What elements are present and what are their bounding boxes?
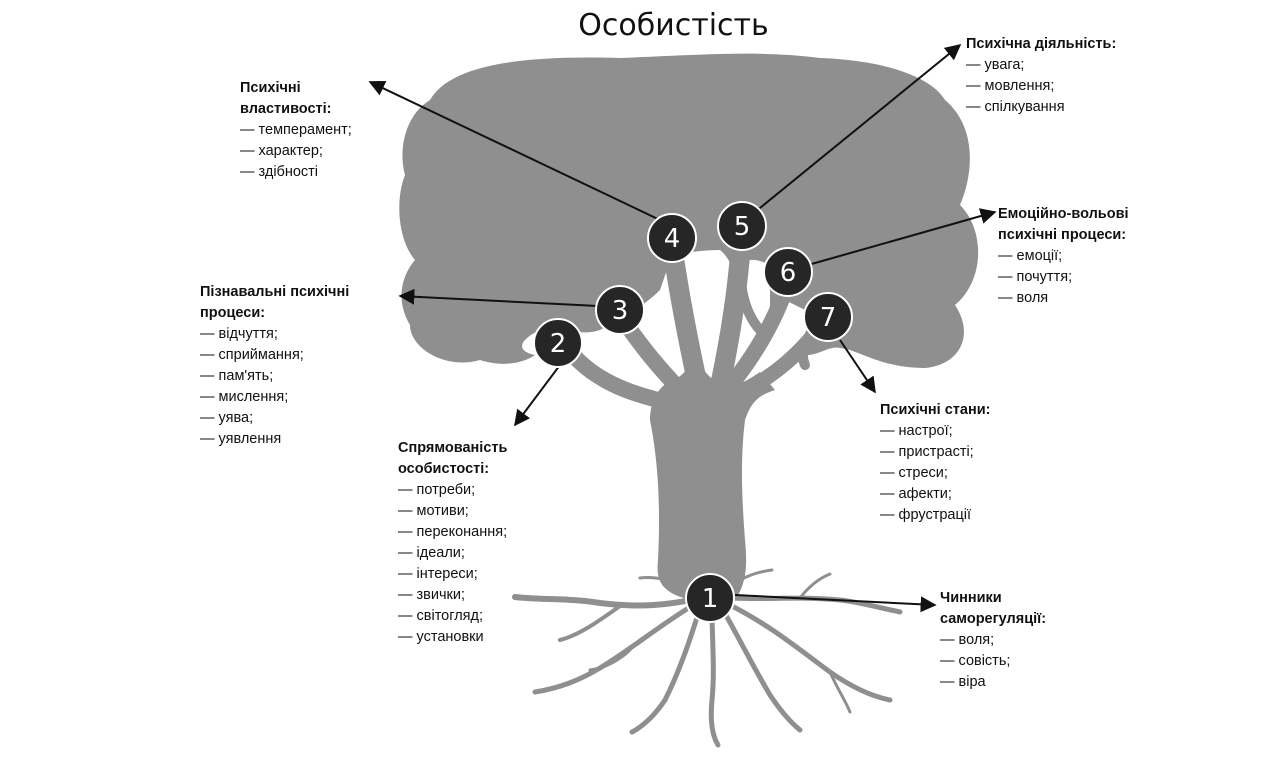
group-self-regulation: Чинники саморегуляції: воля; совість; ві… <box>940 588 1046 693</box>
list-item: уявлення <box>200 429 349 450</box>
mental-states-list: настрої; пристрасті; стреси; афекти; фру… <box>880 421 990 526</box>
list-item: воля <box>998 288 1129 309</box>
list-item: темперамент; <box>240 120 352 141</box>
orientation-heading-line2: особистості: <box>398 459 507 480</box>
cognitive-processes-heading-line2: процеси: <box>200 303 349 324</box>
orientation-heading-line1: Спрямованість <box>398 438 507 459</box>
list-item: воля; <box>940 630 1046 651</box>
emotional-volitional-heading-line1: Емоційно-вольові <box>998 204 1129 225</box>
list-item: мислення; <box>200 387 349 408</box>
mental-properties-heading-line1: Психічні <box>240 78 352 99</box>
cognitive-processes-heading-line1: Пізнавальні психічні <box>200 282 349 303</box>
list-item: спілкування <box>966 97 1116 118</box>
list-item: світогляд; <box>398 606 507 627</box>
list-item: ідеали; <box>398 543 507 564</box>
list-item: пам'ять; <box>200 366 349 387</box>
self-regulation-heading-line1: Чинники <box>940 588 1046 609</box>
list-item: установки <box>398 627 507 648</box>
orientation-list: потреби; мотиви; переконання; ідеали; ін… <box>398 480 507 648</box>
node-5-label: 5 <box>734 212 751 242</box>
mental-properties-heading-line2: властивості: <box>240 99 352 120</box>
cognitive-processes-list: відчуття; сприймання; пам'ять; мислення;… <box>200 324 349 450</box>
node-3: 3 <box>596 286 644 334</box>
self-regulation-list: воля; совість; віра <box>940 630 1046 693</box>
self-regulation-heading-line2: саморегуляції: <box>940 609 1046 630</box>
list-item: здібності <box>240 162 352 183</box>
node-3-label: 3 <box>612 296 629 326</box>
node-1-label: 1 <box>702 584 719 614</box>
emotional-volitional-heading-line2: психічні процеси: <box>998 225 1129 246</box>
mental-activity-list: увага; мовлення; спілкування <box>966 55 1116 118</box>
mental-states-heading: Психічні стани: <box>880 400 990 421</box>
list-item: звички; <box>398 585 507 606</box>
list-item: уява; <box>200 408 349 429</box>
list-item: мовлення; <box>966 76 1116 97</box>
list-item: сприймання; <box>200 345 349 366</box>
arrow-node2-to-orientation <box>515 365 560 425</box>
node-5: 5 <box>718 202 766 250</box>
node-1: 1 <box>686 574 734 622</box>
node-6: 6 <box>764 248 812 296</box>
mental-activity-heading: Психічна діяльність: <box>966 34 1116 55</box>
list-item: пристрасті; <box>880 442 990 463</box>
node-7-label: 7 <box>820 303 837 333</box>
node-2: 2 <box>534 319 582 367</box>
group-emotional-volitional: Емоційно-вольові психічні процеси: емоці… <box>998 204 1129 309</box>
list-item: афекти; <box>880 484 990 505</box>
list-item: совість; <box>940 651 1046 672</box>
node-6-label: 6 <box>780 258 797 288</box>
list-item: почуття; <box>998 267 1129 288</box>
group-orientation: Спрямованість особистості: потреби; моти… <box>398 438 507 648</box>
list-item: мотиви; <box>398 501 507 522</box>
group-mental-states: Психічні стани: настрої; пристрасті; стр… <box>880 400 990 526</box>
group-mental-properties: Психічні властивості: темперамент; харак… <box>240 78 352 183</box>
node-7: 7 <box>804 293 852 341</box>
node-4: 4 <box>648 214 696 262</box>
group-mental-activity: Психічна діяльність: увага; мовлення; сп… <box>966 34 1116 118</box>
list-item: настрої; <box>880 421 990 442</box>
list-item: увага; <box>966 55 1116 76</box>
node-2-label: 2 <box>550 329 567 359</box>
list-item: переконання; <box>398 522 507 543</box>
list-item: інтереси; <box>398 564 507 585</box>
list-item: відчуття; <box>200 324 349 345</box>
list-item: характер; <box>240 141 352 162</box>
list-item: віра <box>940 672 1046 693</box>
list-item: стреси; <box>880 463 990 484</box>
list-item: потреби; <box>398 480 507 501</box>
list-item: фрустрації <box>880 505 990 526</box>
node-4-label: 4 <box>664 224 681 254</box>
group-cognitive-processes: Пізнавальні психічні процеси: відчуття; … <box>200 282 349 450</box>
emotional-volitional-list: емоції; почуття; воля <box>998 246 1129 309</box>
diagram-title-text: Особистість <box>578 8 768 43</box>
mental-properties-list: темперамент; характер; здібності <box>240 120 352 183</box>
list-item: емоції; <box>998 246 1129 267</box>
